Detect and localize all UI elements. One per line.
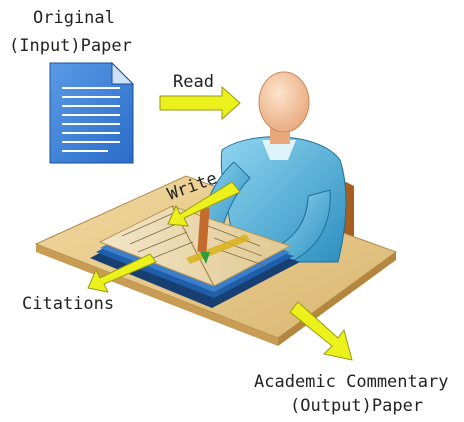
output-arrow — [289, 301, 353, 361]
output-paper-title: Academic Commentary — [254, 372, 449, 392]
read-arrow — [159, 85, 241, 121]
open-book-icon — [90, 205, 300, 308]
write-arrow — [167, 181, 241, 227]
document-icon — [49, 61, 135, 164]
output-paper-subtitle: (Output)Paper — [290, 396, 424, 416]
citations-arrow — [87, 253, 157, 293]
input-paper-title: Original — [33, 8, 115, 28]
pencil-icon — [197, 207, 210, 264]
citations-label: Citations — [22, 294, 115, 314]
head — [258, 71, 310, 133]
input-paper-subtitle: (Input)Paper — [9, 36, 132, 56]
read-label: Read — [173, 72, 214, 92]
